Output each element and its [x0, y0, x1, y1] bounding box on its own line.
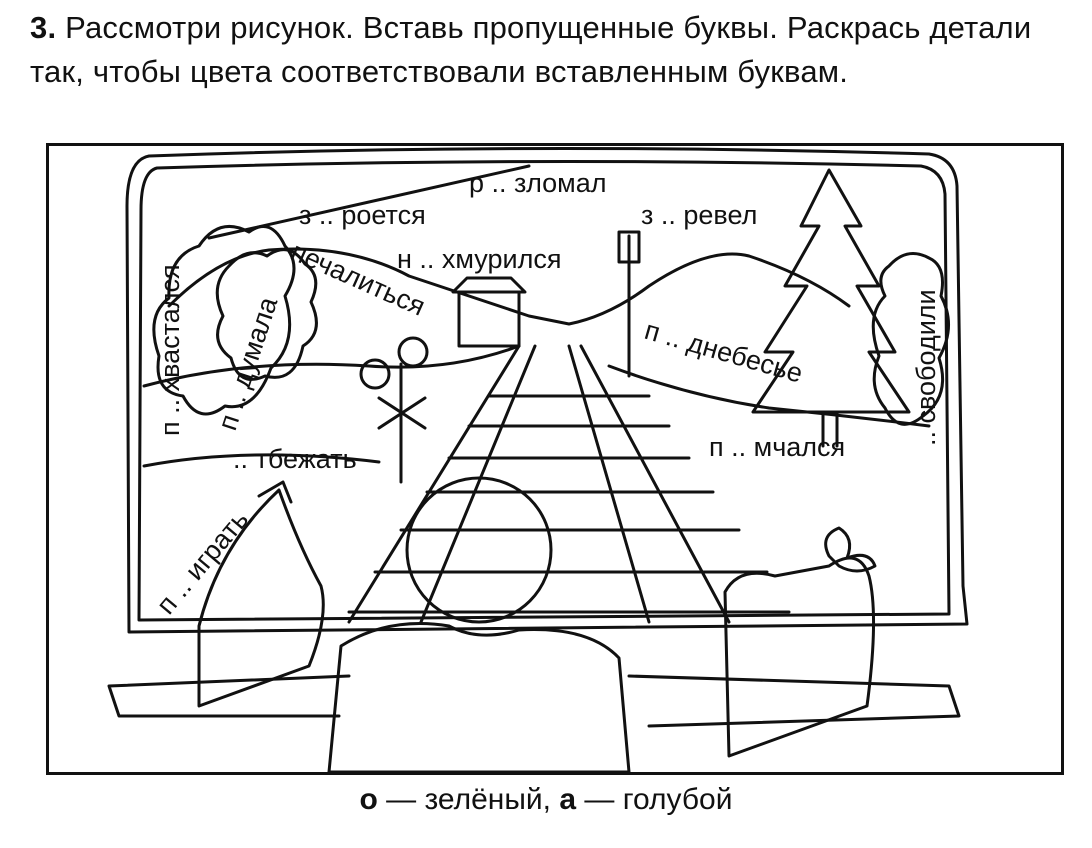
illustration: р .. зломал з .. роется з .. ревел н .. …	[107, 146, 969, 772]
legend-letter-o: о	[359, 783, 378, 816]
word-osvobodili: .. свободили	[911, 289, 941, 446]
person-left	[197, 488, 325, 708]
task-text: 3. Рассмотри рисунок. Вставь пропущенные…	[30, 6, 1070, 94]
hut	[451, 276, 527, 348]
word-nahmurilsya: н .. хмурился	[397, 244, 561, 274]
rail-left-2	[419, 344, 537, 624]
illustration-frame: р .. зломал з .. роется з .. ревел н .. …	[46, 143, 1064, 775]
legend-text-a: — голубой	[576, 783, 733, 816]
word-zaroetsya: з .. роется	[299, 200, 426, 230]
legend-letter-a: а	[559, 783, 577, 816]
word-poigrat: п .. играть	[151, 504, 255, 619]
signal-post	[617, 230, 641, 378]
bush-middle	[215, 248, 318, 381]
window-inner	[137, 159, 951, 622]
bush-right	[871, 252, 951, 426]
person-right	[723, 556, 876, 758]
rail-right-2	[579, 344, 731, 624]
ground-right	[607, 364, 931, 428]
rail-right	[567, 344, 651, 624]
person-center-head	[405, 476, 553, 624]
word-zarevel: з .. ревел	[641, 200, 757, 230]
hills-lower	[142, 344, 521, 388]
crossing-sign	[377, 362, 427, 484]
legend-text-o: — зелёный,	[377, 783, 560, 816]
task-instruction: Рассмотри рисунок. Вставь пропущенные бу…	[30, 10, 1032, 89]
word-otbezhat: .. тбежать	[233, 444, 357, 474]
hills	[167, 247, 851, 326]
pointer-line	[207, 164, 531, 240]
ground-left	[142, 453, 381, 468]
person-center-body	[327, 622, 631, 772]
sleepers	[347, 394, 791, 614]
word-razlomal: р .. зломал	[469, 168, 607, 198]
rail-left	[347, 344, 521, 624]
window-frame	[125, 146, 969, 634]
person-right-bow	[824, 526, 877, 573]
person-left-hat	[257, 480, 293, 504]
bush-left	[152, 224, 296, 416]
fir-tree	[751, 168, 911, 414]
word-pomchalsya: п .. мчался	[709, 432, 845, 462]
color-legend: о — зелёный, а — голубой	[0, 782, 1092, 818]
dashboard	[107, 674, 961, 728]
word-pohvastalsya: п .. хвастался	[155, 264, 185, 436]
fir-trunk	[821, 410, 839, 448]
task-number: 3.	[30, 10, 57, 45]
